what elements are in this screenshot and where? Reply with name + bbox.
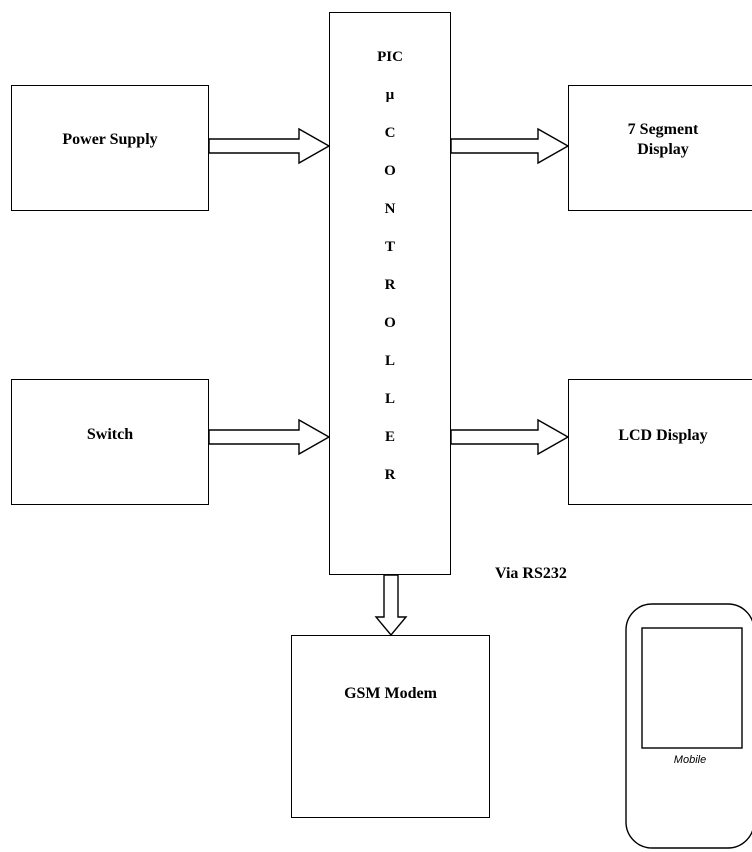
arrow-controller-to-gsm [374, 574, 408, 637]
lcd-display-label: LCD Display [618, 427, 708, 444]
switch-block [11, 379, 209, 505]
controller-letter: L [384, 391, 395, 407]
controller-letter: C [384, 125, 396, 141]
controller-letter: µ [385, 87, 395, 103]
arrow-power-to-controller [208, 127, 331, 165]
arrow-controller-to-lcd [450, 418, 570, 456]
controller-letter: O [384, 315, 396, 331]
lcd-display-block [568, 379, 752, 505]
controller-letter: L [384, 353, 395, 369]
gsm-modem-block [291, 635, 490, 818]
controller-letter: T [384, 239, 395, 255]
arrow-controller-to-7segment [450, 127, 570, 165]
controller-letter: R [384, 277, 396, 293]
mobile-screen [641, 627, 743, 749]
pic-microcontroller-block [329, 12, 451, 575]
seven-segment-label-line2: Display [637, 141, 689, 158]
arrow-switch-to-controller [208, 418, 331, 456]
gsm-modem-label: GSM Modem [344, 685, 437, 702]
mobile-label: Mobile [673, 754, 707, 766]
power-supply-label: Power Supply [62, 131, 158, 148]
switch-label: Switch [86, 426, 134, 443]
controller-letter: E [384, 429, 395, 445]
seven-segment-display-block [568, 85, 752, 211]
controller-letter: N [384, 201, 396, 217]
controller-letter: R [384, 467, 396, 483]
controller-letter: O [384, 163, 396, 179]
seven-segment-label-line1: 7 Segment [627, 121, 699, 138]
power-supply-block [11, 85, 209, 211]
rs232-link-label: Via RS232 [495, 565, 567, 582]
controller-letter: PIC [377, 49, 403, 65]
seven-segment-display-label: 7 Segment Display [568, 85, 752, 195]
